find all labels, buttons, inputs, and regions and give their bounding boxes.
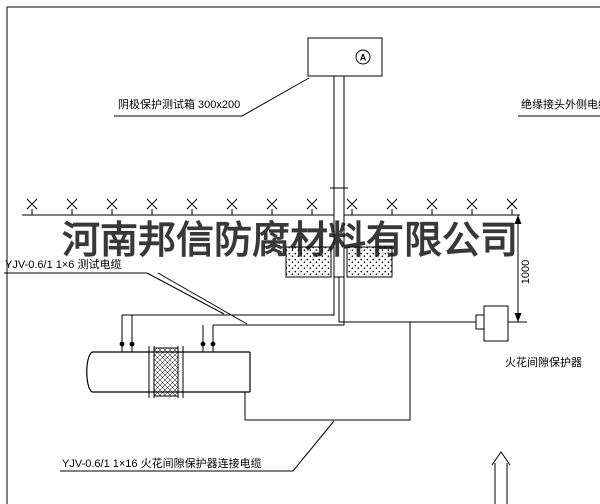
spark-gap-protector-terminal [475, 314, 485, 330]
bolt-head [200, 341, 206, 347]
connection-cable-label: YJV-0.6/1 1×16 火花间隙保护器连接电缆 [62, 456, 262, 470]
meter-symbol-circle [355, 49, 371, 65]
dimension-arrow-top [514, 215, 522, 224]
spark-gap-protector-label: 火花间隙保护器 [505, 355, 582, 369]
dimension-arrow-bottom [514, 313, 522, 322]
company-watermark: 河南邦信防腐材料有限公司 [62, 220, 519, 262]
depth-dimension-label: 1000 [520, 260, 532, 284]
bolt-head [119, 341, 125, 347]
drawing-frame [6, 6, 600, 504]
test-cable-leaders [4, 272, 248, 325]
test-box-label: 阴极保护测试箱 300x200 [118, 97, 240, 111]
concrete-block-right [346, 246, 393, 278]
test-cable-right [202, 277, 345, 352]
meter-symbol-label: A [360, 53, 367, 63]
pipe-left-cap [86, 351, 93, 393]
bolt-head [210, 341, 216, 347]
spark-gap-connection-cable [244, 322, 411, 421]
test-box-leader [114, 77, 310, 117]
spark-gap-protector [483, 305, 509, 342]
test-cable-left [121, 277, 335, 352]
insulated-joint-cable-label: 绝缘接头外侧电缆 [521, 97, 600, 111]
concrete-block-left [285, 246, 332, 278]
spark-gap-cable-horizontal [338, 277, 484, 323]
test-cable-label: YJV-0.6/1 1×6 测试电缆 [5, 258, 121, 271]
ground-hatch-symbols [26, 198, 518, 215]
bolt-head [129, 341, 135, 347]
test-box [307, 37, 383, 77]
connection-cable-leader [60, 420, 335, 472]
pipe-break-symbol [491, 451, 511, 504]
insulating-joint [153, 347, 179, 397]
